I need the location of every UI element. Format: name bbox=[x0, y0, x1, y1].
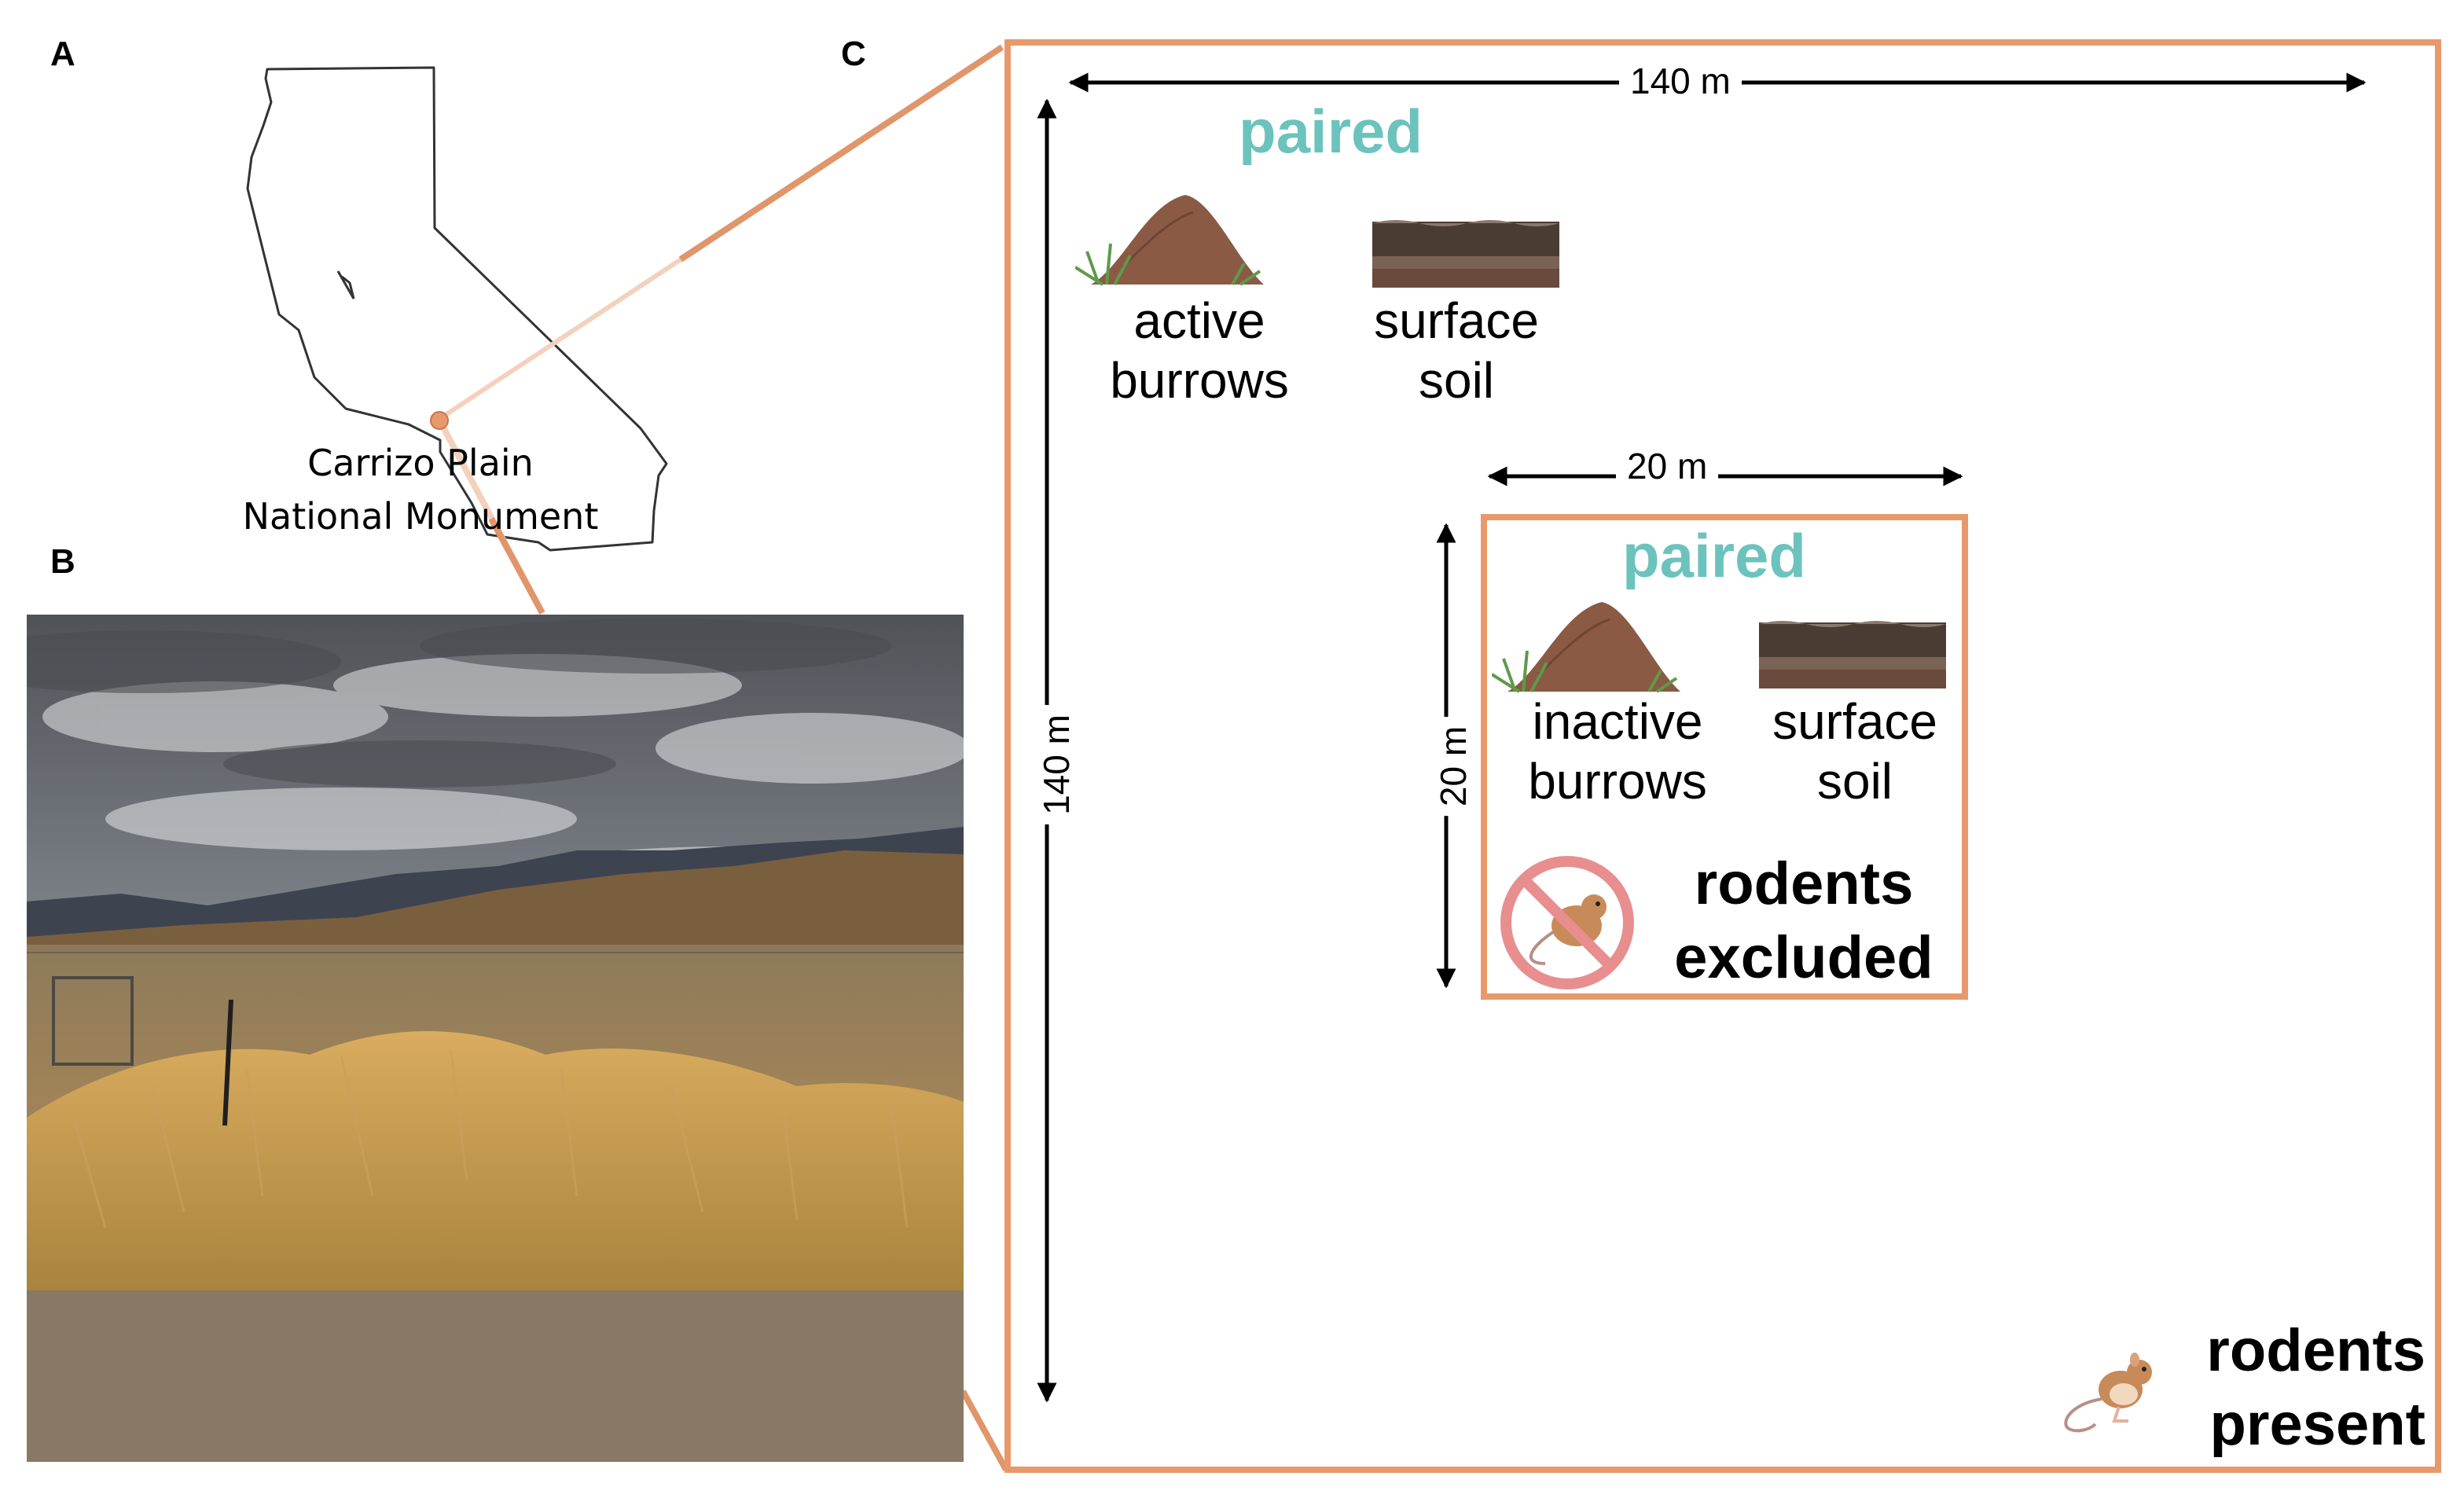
inner-paired-label: paired bbox=[1622, 521, 1807, 590]
california-outline bbox=[246, 66, 668, 552]
map-location-label: Carrizo Plain National Monument bbox=[181, 436, 660, 543]
outer-item2-line2: soil bbox=[1418, 352, 1495, 409]
excluded-line1: rodents bbox=[1694, 850, 1914, 917]
outer-height-label: 140 m bbox=[1034, 705, 1078, 824]
panel-letter-b: B bbox=[50, 542, 75, 581]
map-label-line1: Carrizo Plain bbox=[307, 442, 534, 484]
inner-item1-caption: inactive burrows bbox=[1492, 692, 1743, 811]
inactive-burrow-mound-icon bbox=[1492, 602, 1680, 693]
outer-item2-line1: surface bbox=[1374, 292, 1539, 349]
no-rodents-sign-icon bbox=[1500, 856, 1634, 989]
inner-width-label: 20 m bbox=[1616, 445, 1719, 487]
outer-item2-caption: surface soil bbox=[1346, 291, 1567, 410]
burrow-mound-icon bbox=[1075, 195, 1264, 286]
soil-layer-icon bbox=[1372, 220, 1559, 288]
outer-item1-line2: burrows bbox=[1110, 352, 1289, 409]
connector-line-to-c-upper bbox=[678, 44, 1004, 263]
inner-height-label: 20 m bbox=[1432, 716, 1475, 817]
rodents-excluded-label: rodents excluded bbox=[1651, 847, 1957, 995]
outer-paired-label: paired bbox=[1239, 97, 1423, 166]
outer-width-label: 140 m bbox=[1619, 60, 1742, 102]
inner-soil-layer-icon bbox=[1759, 621, 1946, 688]
map-label-line2: National Monument bbox=[242, 495, 599, 538]
outer-item1-caption: active burrows bbox=[1075, 291, 1324, 410]
panel-letter-a: A bbox=[50, 35, 75, 73]
location-dot-icon bbox=[430, 411, 449, 430]
excluded-line2: excluded bbox=[1674, 924, 1933, 991]
present-line1: rodents bbox=[2206, 1317, 2425, 1384]
outer-item1-line1: active bbox=[1133, 292, 1265, 349]
inner-item2-line1: surface bbox=[1772, 693, 1937, 750]
panel-letter-c: C bbox=[841, 35, 866, 73]
landscape-photo bbox=[27, 615, 964, 1462]
inner-item2-caption: surface soil bbox=[1745, 692, 1965, 811]
connector-line-to-b-lower bbox=[488, 517, 545, 615]
inner-item1-line2: burrows bbox=[1528, 753, 1707, 810]
inner-item2-line2: soil bbox=[1816, 753, 1893, 810]
kangaroo-rat-icon bbox=[2064, 1353, 2152, 1433]
inner-item1-line1: inactive bbox=[1532, 693, 1703, 750]
present-line2: present bbox=[2209, 1391, 2425, 1458]
inner-plot-frame bbox=[1481, 514, 1968, 1000]
rodents-present-label: rodents present bbox=[2154, 1314, 2425, 1462]
connector-line-b-to-c bbox=[960, 1390, 1009, 1471]
outer-plot-frame bbox=[1004, 39, 2441, 1473]
